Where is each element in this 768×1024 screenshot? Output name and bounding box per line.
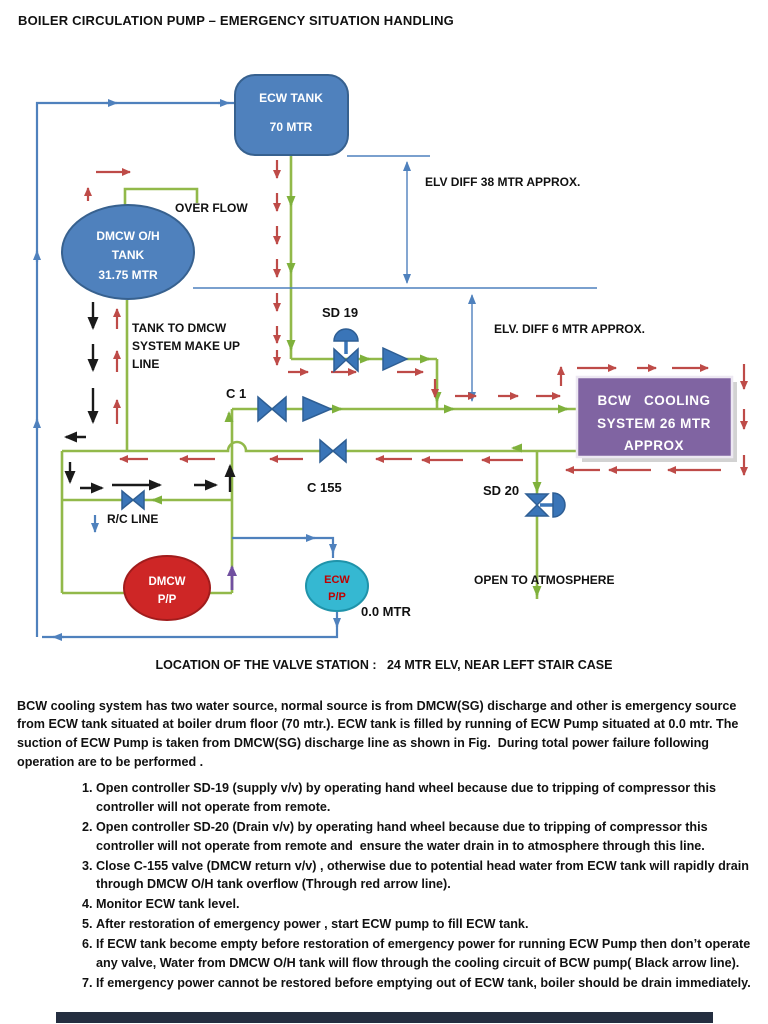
step-item: If ECW tank become empty before restorat…: [96, 935, 762, 973]
elv38-label: ELV DIFF 38 MTR APPROX.: [425, 175, 580, 189]
piping-diagram: ECW TANK 70 MTR DMCW O/H TANK 31.75 MTR …: [0, 60, 768, 660]
bcw-label-1: BCW COOLING: [598, 393, 711, 408]
return-pipe-with-hop: [62, 440, 577, 453]
ecw-tank-label-2: 70 MTR: [270, 120, 313, 134]
sd19-valve: [333, 328, 409, 373]
ecw-fill-riser: [35, 101, 235, 637]
makeup-label-1: TANK TO DMCW: [132, 321, 227, 335]
dmcw-pump-node: DMCW P/P: [123, 555, 211, 621]
bcw-label-3: APPROX: [624, 438, 684, 453]
sd19-check-valve: [382, 346, 409, 372]
blue-ecw-fill-circuit: [33, 99, 341, 641]
piping-diagram-svg: ECW TANK 70 MTR DMCW O/H TANK 31.75 MTR …: [33, 74, 748, 641]
ecw-tank-label-1: ECW TANK: [259, 91, 323, 105]
dmcw-oh-tank-node: DMCW O/H TANK 31.75 MTR: [61, 204, 195, 300]
dmcw-tank-label-1: DMCW O/H: [96, 229, 159, 243]
step-item: Open controller SD-20 (Drain v/v) by ope…: [96, 818, 762, 856]
sd20-handwheel-dome: [552, 492, 566, 518]
valves: [121, 328, 566, 518]
c155-label: C 155: [307, 480, 342, 495]
bcw-label-2: SYSTEM 26 MTR: [597, 416, 711, 431]
c155-valve: [319, 438, 347, 464]
elv6-label: ELV. DIFF 6 MTR APPROX.: [494, 322, 645, 336]
dmcw-pump-label-2: P/P: [158, 594, 177, 606]
dmcw-tank-label-2: TANK: [112, 248, 145, 262]
bcw-cooling-system-node: BCW COOLING SYSTEM 26 MTR APPROX: [575, 375, 737, 462]
page-bottom-bar: [56, 1012, 713, 1023]
intro-paragraph: BCW cooling system has two water source,…: [17, 698, 742, 770]
step-item: Open controller SD-19 (supply v/v) by op…: [96, 779, 762, 817]
page-title: BOILER CIRCULATION PUMP – EMERGENCY SITU…: [18, 13, 454, 28]
rc-line-label: R/C LINE: [107, 512, 158, 526]
sd19-handwheel-dome: [333, 328, 359, 342]
ecw-tank-node: ECW TANK 70 MTR: [234, 74, 349, 156]
step-item: If emergency power cannot be restored be…: [96, 974, 762, 993]
zero-mtr-label: 0.0 MTR: [361, 604, 411, 619]
c1-label: C 1: [226, 386, 246, 401]
green-pipes: [60, 155, 577, 599]
dmcw-pump-label-1: DMCW: [148, 576, 185, 588]
sd19-label: SD 19: [322, 305, 358, 320]
dmcw-tank-label-3: 31.75 MTR: [98, 268, 158, 282]
step-item: Close C-155 valve (DMCW return v/v) , ot…: [96, 857, 762, 895]
diagram-labels: OVER FLOW TANK TO DMCW SYSTEM MAKE UP LI…: [107, 175, 645, 619]
overflow-label: OVER FLOW: [175, 201, 248, 215]
ecw-pump-suction-line: [232, 536, 335, 558]
c1-valve: [257, 395, 333, 423]
ecw-pump-node: ECW P/P: [305, 560, 369, 612]
makeup-label-3: LINE: [132, 357, 159, 371]
black-flow-arrows: [64, 302, 236, 494]
ecw-pump-label-1: ECW: [324, 574, 350, 586]
sd20-valve: [524, 492, 566, 518]
makeup-label-2: SYSTEM MAKE UP: [132, 339, 240, 353]
open-to-atmosphere-label: OPEN TO ATMOSPHERE: [474, 573, 614, 587]
rc-valve: [121, 489, 145, 511]
red-flow-arrows: [84, 160, 748, 476]
sd20-label: SD 20: [483, 483, 519, 498]
procedure-steps-list: Open controller SD-19 (supply v/v) by op…: [63, 779, 762, 994]
ecw-pump-label-2: P/P: [328, 591, 346, 603]
c1-check-valve: [302, 395, 333, 423]
elevation-dimension-lines: [193, 155, 597, 402]
valve-station-location-line: LOCATION OF THE VALVE STATION : 24 MTR E…: [155, 658, 613, 672]
step-item: After restoration of emergency power , s…: [96, 915, 762, 934]
overflow-pipe: [123, 187, 199, 207]
step-item: Monitor ECW tank level.: [96, 895, 762, 914]
